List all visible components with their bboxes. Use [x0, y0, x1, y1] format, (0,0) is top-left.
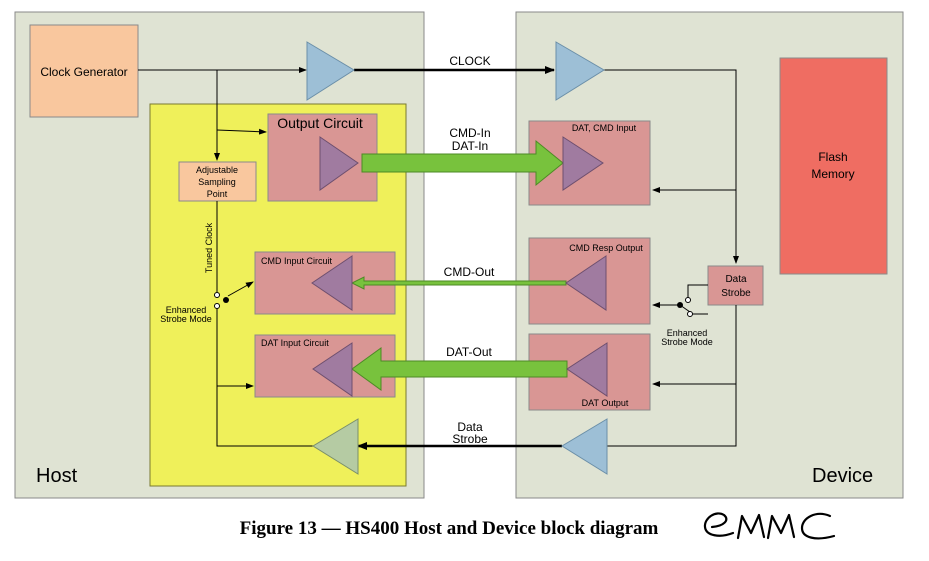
figure-caption: Figure 13 — HS400 Host and Device block … [240, 518, 659, 539]
device-wires [604, 69, 739, 447]
dat-in-label: DAT-In [452, 139, 488, 153]
dat-cmd-input-label: DAT, CMD Input [572, 123, 637, 133]
data-strobe-block-label-1: Data [725, 274, 747, 285]
dat-out-green-arrow [351, 347, 568, 391]
device-enhanced-label: Enhanced [667, 328, 708, 338]
data-strobe-block [707, 265, 764, 306]
device-dat-output-buffer-icon [566, 342, 608, 397]
data-strobe-block-label-2: Strobe [721, 288, 751, 299]
host-switch-contact-top [214, 292, 220, 298]
device-switch-contact-bottom [687, 311, 693, 317]
device-switch-contact-top [685, 297, 691, 303]
device-cmd-output-buffer-icon [565, 255, 607, 311]
clock-generator-label: Clock Generator [40, 65, 127, 79]
dat-input-circuit-label: DAT Input Circuit [261, 338, 329, 348]
device-switch-pivot [677, 302, 683, 308]
adjustable-label-2: Sampling [198, 177, 236, 187]
cmd-in-dat-in-green-arrow [361, 139, 564, 187]
data-strobe-signal-label-1: Data [457, 420, 483, 434]
cmd-out-label: CMD-Out [444, 265, 495, 279]
output-circuit-label: Output Circuit [277, 115, 363, 131]
flash-memory-label-1: Flash [818, 150, 847, 164]
flash-memory-label-2: Memory [811, 167, 854, 181]
device-input-buffer-icon [562, 136, 604, 191]
host-cmd-input-buffer-icon [311, 255, 353, 311]
host-enhanced-label: Enhanced [166, 305, 207, 315]
device-label: Device [812, 465, 873, 487]
adjustable-sampling-point-block [178, 161, 257, 202]
cmd-out-green-arrow [350, 276, 567, 290]
dat-output-label: DAT Output [582, 398, 629, 408]
host-strobe-mode-label: Strobe Mode [160, 314, 212, 324]
host-label: Host [36, 465, 78, 487]
cmd-in-label: CMD-In [449, 126, 490, 140]
device-strobe-buffer-icon [561, 418, 608, 475]
device-clock-buffer-icon [555, 41, 605, 101]
host-dat-input-buffer-icon [312, 342, 353, 397]
host-strobe-buffer-icon [312, 418, 359, 475]
clock-generator-block [29, 24, 139, 118]
data-strobe-signal-label-2: Strobe [452, 432, 488, 446]
host-clock-buffer-icon [306, 41, 355, 101]
cmd-resp-output-label: CMD Resp Output [569, 243, 643, 253]
device-strobe-mode-label: Strobe Mode [661, 337, 713, 347]
host-wires [138, 67, 313, 447]
dat-out-label: DAT-Out [446, 345, 492, 359]
host-switch-contact-bottom [214, 303, 220, 309]
host-switch-pivot [223, 297, 229, 303]
host-output-buffer-icon [319, 136, 359, 191]
clock-signal-label: CLOCK [449, 54, 490, 68]
adjustable-label-1: Adjustable [196, 165, 238, 175]
flash-memory-block [779, 57, 888, 275]
cmd-input-circuit-label: CMD Input Circuit [261, 256, 333, 266]
adjustable-label-3: Point [207, 189, 228, 199]
tuned-clock-label: Tuned Clock [204, 222, 214, 273]
handwritten-emmc-note [703, 512, 836, 540]
